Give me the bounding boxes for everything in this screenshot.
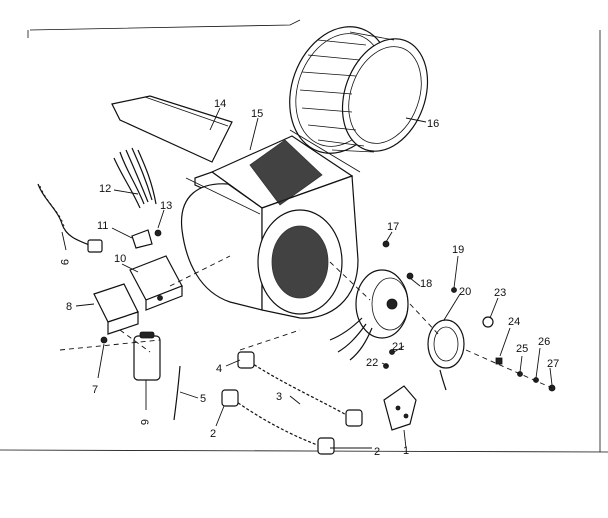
callout-19: 19 <box>452 244 464 256</box>
frame-lines <box>0 19 608 453</box>
callout-26: 26 <box>538 336 550 348</box>
callout-14: 14 <box>214 98 226 110</box>
callout-2: 2 <box>210 428 216 440</box>
assembly-lines <box>59 255 553 389</box>
callout-9: 9 <box>58 259 70 265</box>
callout-5: 5 <box>200 393 206 405</box>
callout-21: 21 <box>392 341 404 353</box>
blower-motor <box>329 269 414 361</box>
capacitor-strap <box>173 365 181 421</box>
capacitor-bracket <box>129 255 183 311</box>
screw <box>154 229 162 237</box>
callout-12: 12 <box>99 183 111 195</box>
callout-4: 4 <box>216 363 222 375</box>
callout-3: 3 <box>276 391 282 403</box>
terminal-block <box>93 283 139 335</box>
callout-22: 22 <box>366 357 378 369</box>
callout-7: 7 <box>92 384 98 396</box>
callout-18: 18 <box>420 278 432 290</box>
screw <box>100 336 108 344</box>
blower-wheel <box>289 26 429 154</box>
callout-13: 13 <box>160 200 172 212</box>
callout-27: 27 <box>547 358 559 370</box>
callout-24: 24 <box>508 316 520 328</box>
callout-17: 17 <box>387 221 399 233</box>
hardware <box>382 240 556 392</box>
motor-mount-spring <box>237 351 363 427</box>
callout-11: 11 <box>97 220 108 232</box>
motor-mount-spring <box>221 389 335 455</box>
callout-25: 25 <box>516 343 528 355</box>
mounting-clip <box>131 229 153 249</box>
callout-20: 20 <box>459 286 471 298</box>
motor-band <box>427 319 465 391</box>
callouts: 1 2 2 3 4 5 6 7 8 9 10 11 12 13 14 15 16 <box>58 98 559 458</box>
callout-1: 1 <box>403 445 409 457</box>
callout-10: 10 <box>114 253 126 265</box>
callout-15: 15 <box>251 108 263 120</box>
capacitor-lead <box>37 183 103 253</box>
wiring-harness <box>113 147 157 209</box>
callout-16: 16 <box>427 118 439 130</box>
callout-2: 2 <box>374 446 380 458</box>
callout-8: 8 <box>66 301 72 313</box>
run-capacitor <box>133 331 161 381</box>
blower-housing <box>180 129 361 319</box>
callout-23: 23 <box>494 287 506 299</box>
callout-6: 6 <box>138 419 150 425</box>
motor-bracket <box>383 385 417 431</box>
